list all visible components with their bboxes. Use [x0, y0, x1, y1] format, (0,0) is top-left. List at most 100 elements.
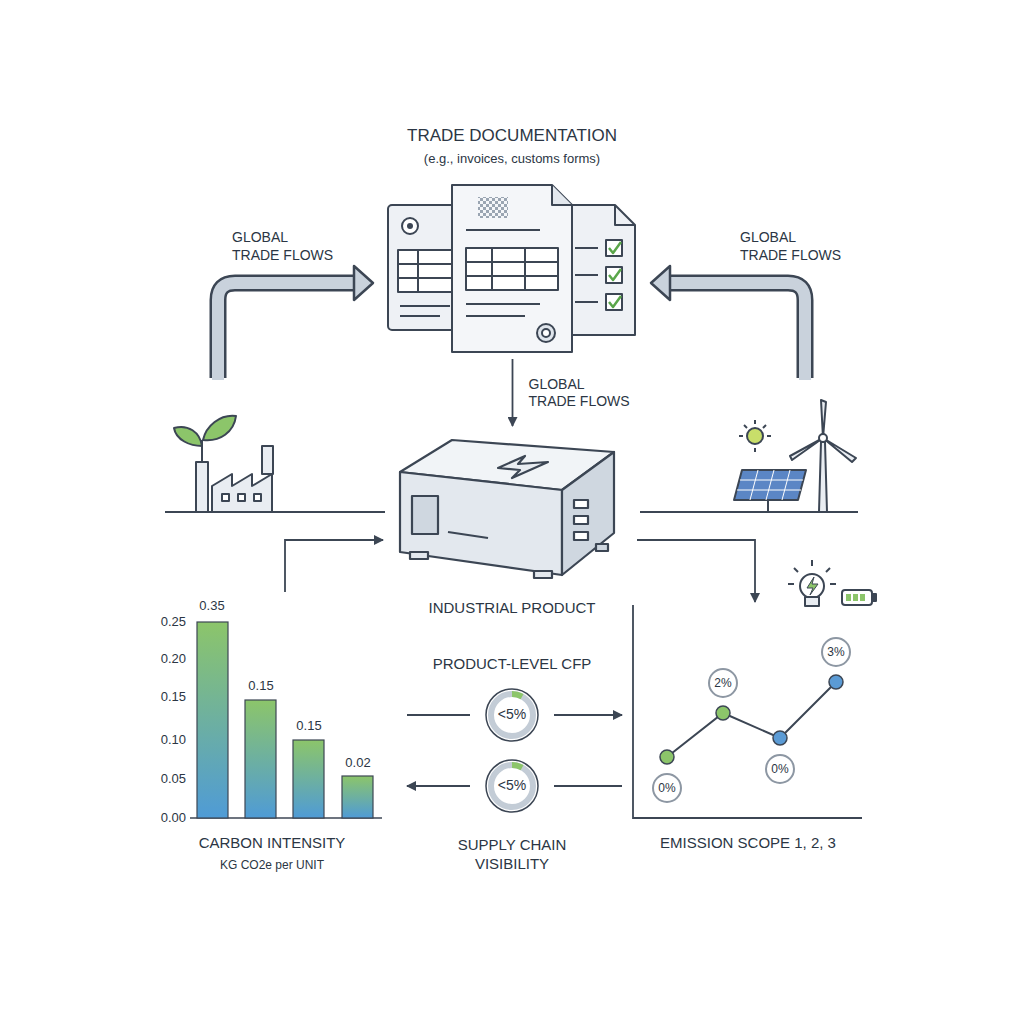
bar-value: 0.15: [296, 718, 321, 734]
flow-connector: [554, 714, 622, 716]
bulb-battery-icon-part: [872, 594, 876, 601]
bulb-battery-icon-part: [811, 560, 813, 566]
factory-icon-part: [262, 446, 273, 474]
renewable-energy-icon-part: [763, 425, 766, 428]
document-stack-part: [452, 185, 572, 352]
renewable-energy-icon-part: [782, 470, 790, 500]
ring-border: [486, 760, 538, 812]
line-chart-part: [773, 731, 787, 745]
bulb-battery-icon-part: [788, 583, 794, 585]
document-stack-part: [466, 275, 558, 277]
flow-connector: [512, 359, 514, 426]
section-heading: TRADE DOCUMENTATION: [407, 125, 617, 146]
renewable-energy-icon-part: [744, 425, 747, 428]
document-stack-part: [542, 329, 550, 337]
product-node: INDUSTRIAL PRODUCT: [395, 432, 617, 622]
industrial-product-box-part: [412, 496, 438, 534]
renewable-energy-icon-part: [754, 420, 756, 424]
document-stack-part: [398, 250, 456, 292]
document-stack-part: [398, 277, 456, 279]
bulb-battery-icon-part: [807, 577, 818, 595]
edge-label: GLOBAL TRADE FLOWS: [527, 374, 635, 411]
renewable-energy-icon-part: [790, 438, 823, 460]
metric-heading: PRODUCT-LEVEL CFP: [433, 655, 592, 674]
node-label: INDUSTRIAL PRODUCT: [429, 599, 596, 618]
document-group: TRADE DOCUMENTATION (e.g., invoices, cust…: [385, 120, 640, 355]
bar-value: 0.15: [248, 678, 273, 694]
renewable-energy-icon: [640, 400, 858, 512]
factory-icon-part: [196, 462, 208, 512]
document-stack-part: [400, 305, 450, 307]
document-stack-part: [478, 197, 508, 218]
ring-border: [486, 689, 538, 741]
document-stack-part: [552, 185, 572, 205]
trade-flow-arrow-left-part: [218, 283, 356, 378]
flow-connector: [407, 714, 470, 716]
point-badge: 0%: [652, 773, 682, 803]
bar-value: 0.35: [199, 598, 224, 614]
trade-flow-arrow-left-part: [218, 283, 358, 380]
ring-progress: [512, 694, 522, 697]
bulb-battery-icon: [788, 560, 876, 606]
renewable-energy-icon-part: [766, 470, 774, 500]
ring-track: [491, 694, 533, 736]
renewable-energy-icon-part: [819, 434, 827, 442]
chart-title: EMISSION SCOPE 1, 2, 3: [660, 834, 836, 853]
document-stack-part: [398, 263, 456, 265]
bar-chart-panel: CARBON INTENSITY KG CO2e per UNIT: [150, 598, 395, 878]
line-chart-part: [633, 605, 862, 818]
industrial-product-box-part: [596, 544, 608, 551]
flow-connector: [637, 540, 755, 602]
axis-tick: 0.15: [161, 689, 186, 705]
axis-tick: 0.25: [161, 614, 186, 630]
industrial-product-box-part: [410, 552, 428, 559]
document-stack-part: [402, 218, 418, 234]
renewable-energy-icon-part: [747, 428, 763, 444]
industrial-product-box-part: [498, 456, 548, 478]
bar-value: 0.02: [345, 755, 370, 771]
bar-chart-part: [245, 700, 276, 818]
bulb-battery-icon-part: [826, 568, 830, 572]
bar-chart: [190, 622, 382, 818]
document-stack-part: [537, 324, 555, 342]
bar-chart-part: [342, 776, 373, 818]
metric-heading: SUPPLY CHAIN VISIBILITY: [432, 836, 592, 874]
line-chart-part: [716, 706, 730, 720]
renewable-energy-icon-part: [754, 448, 756, 452]
document-stack-part: [575, 274, 598, 276]
bulb-battery-icon-part: [800, 574, 824, 598]
document-stack-part: [491, 248, 493, 290]
metric-ring: <5%SUPPLY CHAIN VISIBILITY: [484, 758, 540, 814]
line-chart-part: [660, 750, 674, 764]
renewable-energy-icon-part: [819, 442, 827, 512]
factory-icon-part: [174, 427, 202, 446]
document-stack: [388, 185, 635, 352]
factory-icon: [165, 416, 385, 512]
chart-title: CARBON INTENSITY: [199, 834, 346, 853]
trade-flow-arrow-left: [218, 266, 373, 380]
point-badge: 0%: [765, 754, 795, 784]
document-stack-part: [575, 301, 598, 303]
document-stack-part: [466, 261, 558, 263]
axis-tick: 0.05: [161, 771, 186, 787]
renewable-energy-icon-part: [767, 500, 769, 512]
trade-flow-arrow-right-part: [668, 283, 805, 378]
document-stack-part: [524, 248, 526, 290]
document-stack-part: [606, 240, 622, 256]
bulb-battery-icon-part: [846, 594, 851, 601]
bar-chart-part: [293, 740, 324, 818]
flow-label: GLOBAL TRADE FLOWS: [740, 229, 844, 264]
factory-icon-part: [222, 494, 229, 501]
industrial-product-box-part: [534, 571, 552, 578]
metric-value: <5%: [498, 706, 526, 724]
section-subtitle: (e.g., invoices, customs forms): [424, 151, 600, 167]
axis-tick: 0.00: [161, 810, 186, 826]
renewable-energy-icon-part: [821, 400, 826, 438]
bulb-battery-icon-part: [853, 594, 858, 601]
trade-flow-arrow-right-part: [666, 283, 805, 380]
document-stack-part: [606, 267, 622, 283]
industrial-product-box-part: [574, 500, 588, 508]
document-stack-part: [466, 229, 540, 231]
chart-unit: KG CO2e per UNIT: [220, 858, 324, 873]
